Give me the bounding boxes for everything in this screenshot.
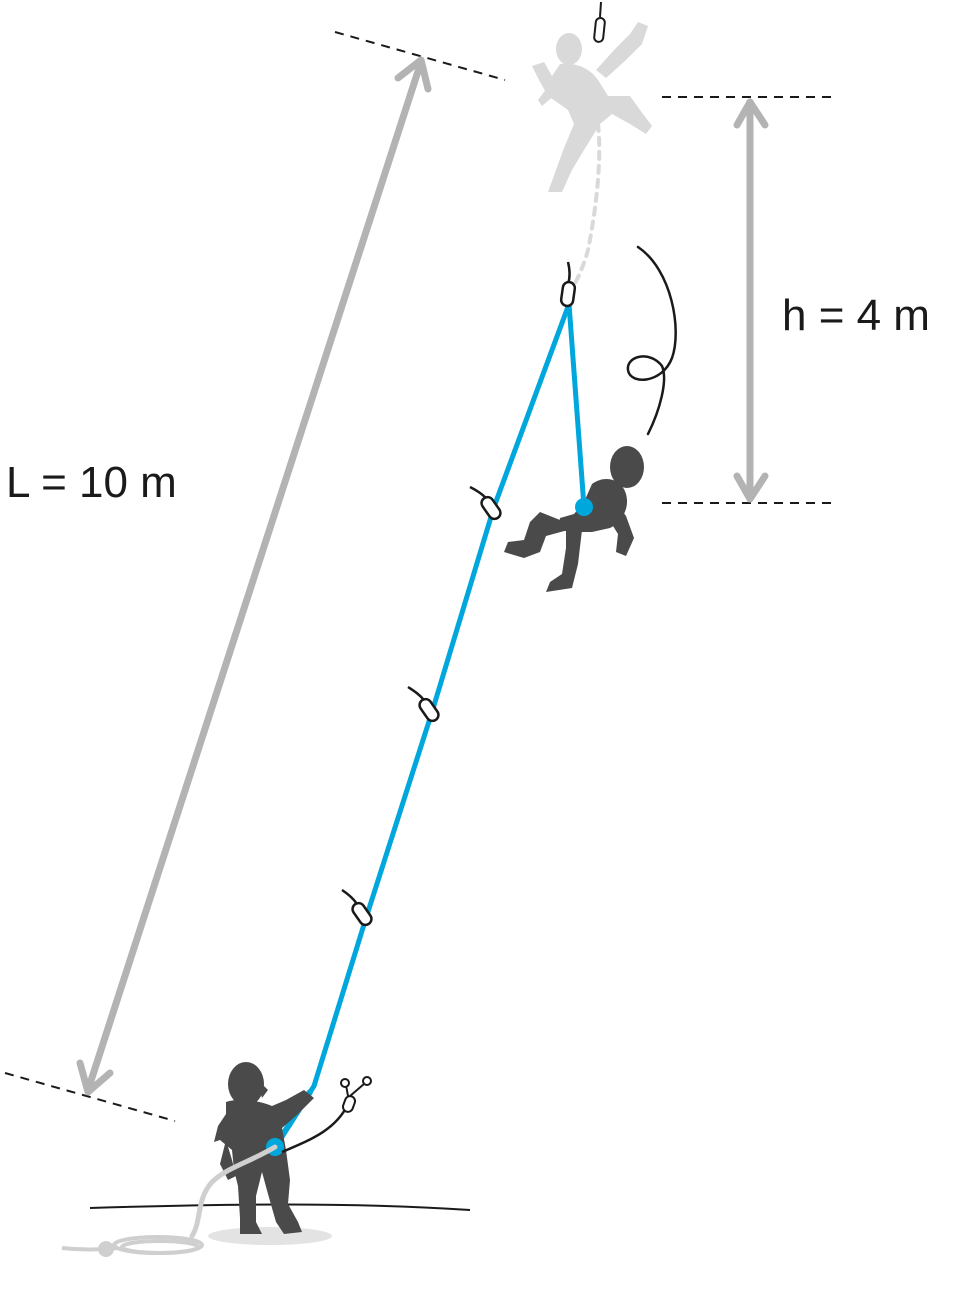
rope-length-arrow bbox=[84, 58, 425, 1094]
climber-tie-in-point bbox=[575, 498, 593, 516]
ghost-rope-path bbox=[566, 122, 602, 300]
top-dashed-line-left bbox=[334, 31, 506, 81]
rope-tail bbox=[189, 1144, 278, 1239]
rope-coil bbox=[61, 1235, 204, 1257]
anchor-quickdraw-icon bbox=[340, 1076, 372, 1113]
fall-height-arrowhead-bottom bbox=[733, 472, 769, 503]
rope-length-arrowhead-top bbox=[394, 56, 432, 93]
quickdraw-icon-third bbox=[407, 685, 440, 723]
fall-height-label: h = 4 m bbox=[782, 291, 930, 340]
top-quickdraw-icon bbox=[593, 1, 606, 43]
bottom-dashed-line-left bbox=[4, 1072, 176, 1122]
falling-climber-silhouette bbox=[504, 446, 644, 592]
quickdraw-icon-upper bbox=[559, 261, 577, 308]
quickdraw-icon-second bbox=[469, 485, 502, 521]
belayer-shadow bbox=[208, 1227, 332, 1245]
belayer-silhouette bbox=[214, 1062, 314, 1234]
fall-height-arrowhead-top bbox=[733, 98, 769, 129]
rope-length-label: L = 10 m bbox=[6, 458, 177, 507]
quickdraw-icon-lower bbox=[341, 888, 373, 927]
anchor-sling bbox=[281, 1103, 350, 1154]
ghost-climber-silhouette bbox=[532, 22, 652, 192]
rope-length-arrowhead-bottom bbox=[76, 1059, 114, 1096]
motion-loop-line bbox=[626, 245, 677, 436]
blue-rope-main bbox=[272, 301, 587, 1149]
